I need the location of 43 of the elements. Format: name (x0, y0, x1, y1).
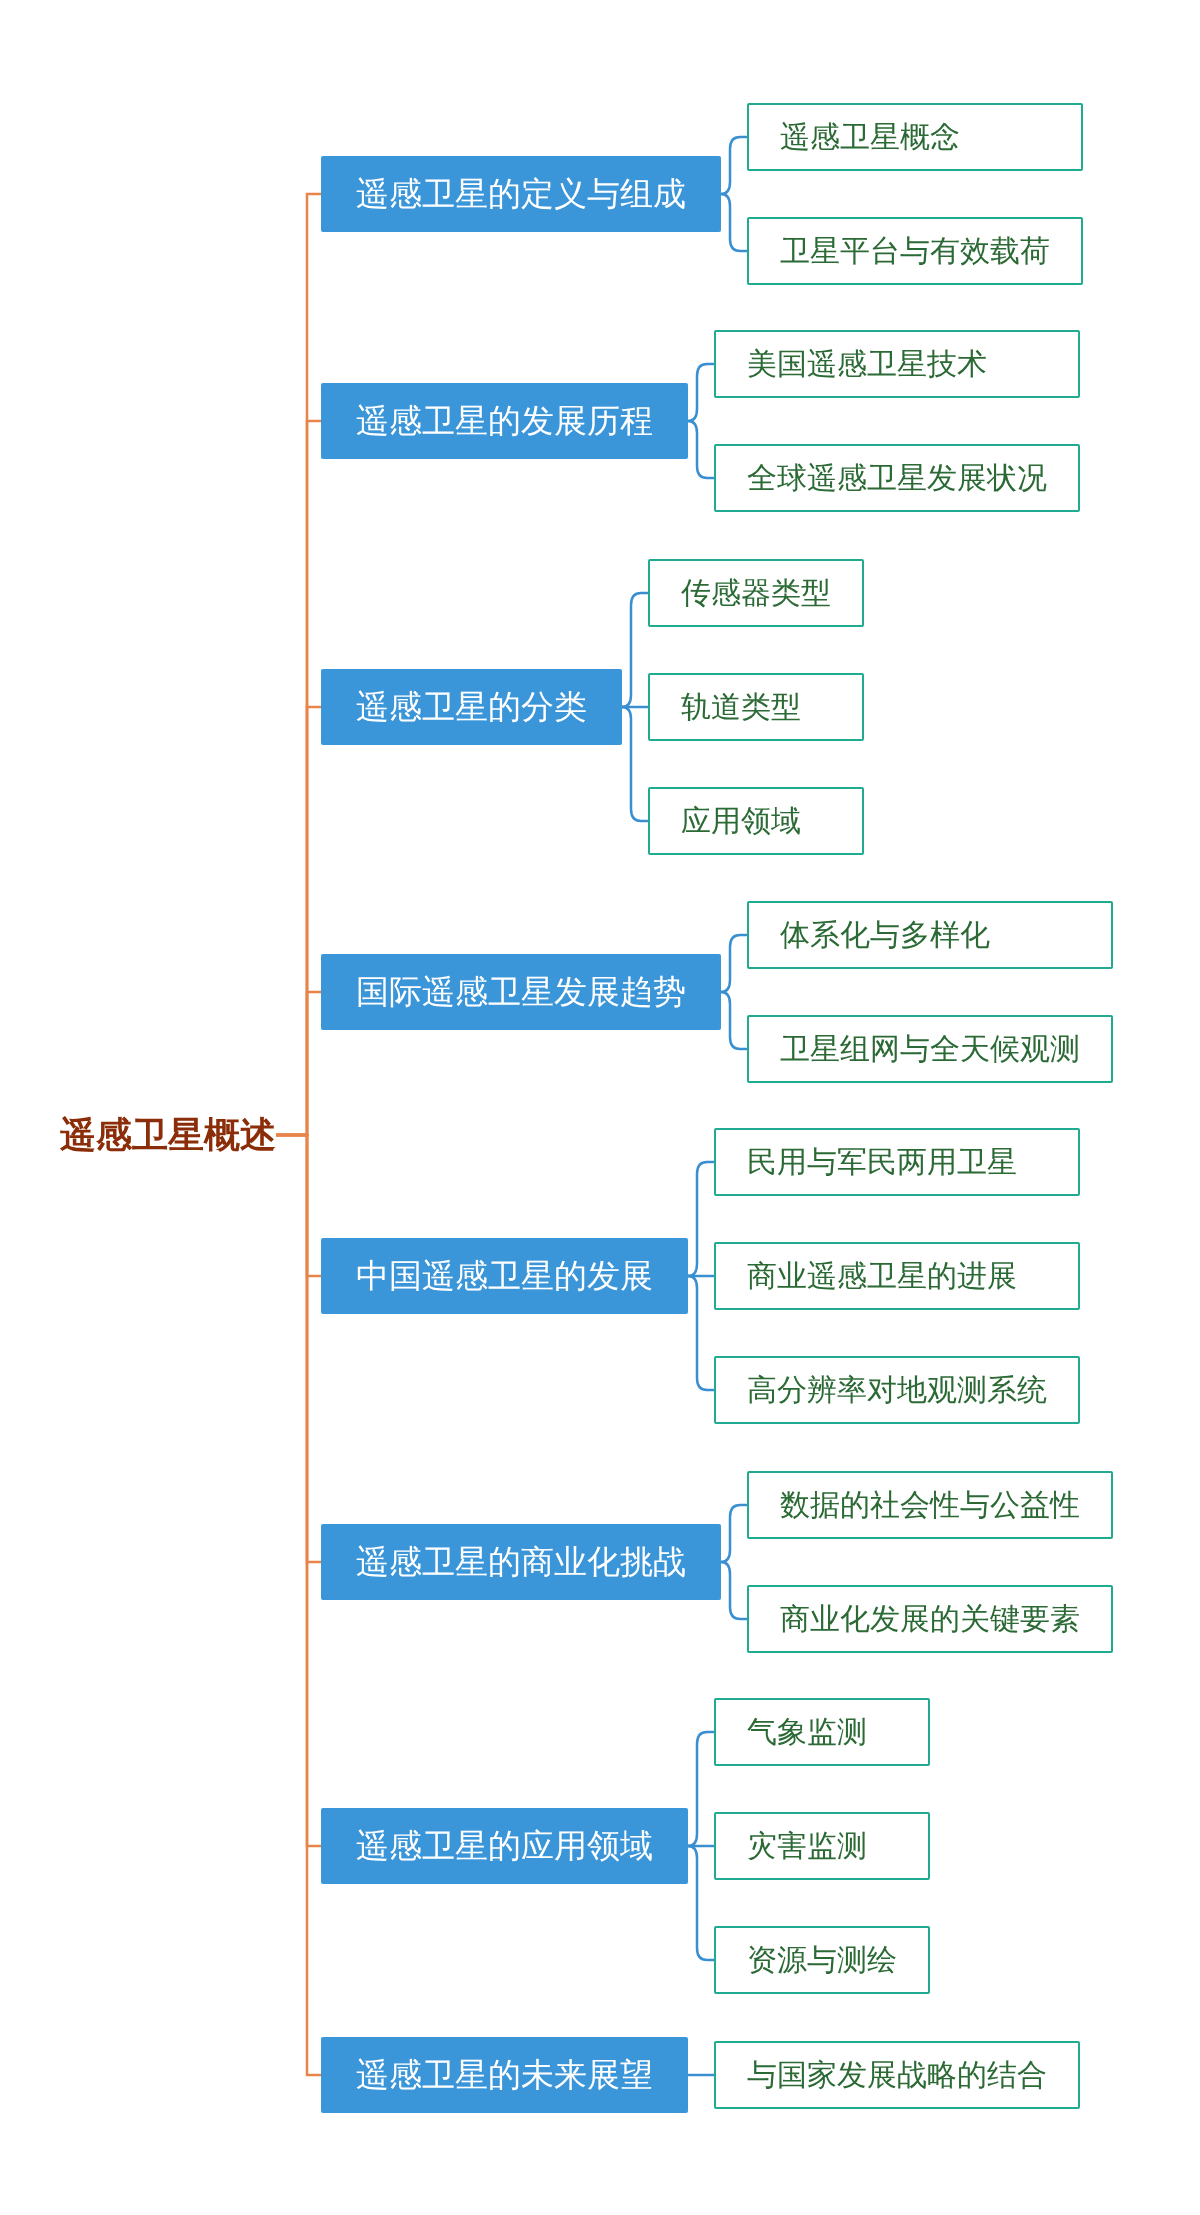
connector-line (720, 1560, 747, 1621)
subtopic-box: 体系化与多样化 (747, 901, 1113, 969)
topic-box: 遥感卫星的分类 (321, 669, 622, 745)
subtopic-box: 美国遥感卫星技术 (714, 330, 1080, 398)
connector-line (687, 362, 714, 423)
connector-line (720, 933, 747, 994)
subtopic-box: 卫星平台与有效载荷 (747, 217, 1083, 285)
connector-line (687, 1160, 714, 1278)
subtopic-box: 传感器类型 (648, 559, 864, 627)
connector-line (276, 1133, 321, 2077)
topic-box: 遥感卫星的未来展望 (321, 2037, 688, 2113)
topic-box: 遥感卫星的定义与组成 (321, 156, 721, 232)
subtopic-box: 卫星组网与全天候观测 (747, 1015, 1113, 1083)
subtopic-box: 民用与军民两用卫星 (714, 1128, 1080, 1196)
subtopic-box: 高分辨率对地观测系统 (714, 1356, 1080, 1424)
subtopic-box: 与国家发展战略的结合 (714, 2041, 1080, 2109)
topic-box: 国际遥感卫星发展趋势 (321, 954, 721, 1030)
connector-line (720, 1503, 747, 1564)
subtopic-box: 商业遥感卫星的进展 (714, 1242, 1080, 1310)
topic-box: 遥感卫星的应用领域 (321, 1808, 688, 1884)
subtopic-box: 资源与测绘 (714, 1926, 930, 1994)
connector-line (720, 192, 747, 253)
topic-box: 中国遥感卫星的发展 (321, 1238, 688, 1314)
subtopic-box: 遥感卫星概念 (747, 103, 1083, 171)
connector-line (621, 705, 648, 823)
topic-box: 遥感卫星的发展历程 (321, 383, 688, 459)
topic-box: 遥感卫星的商业化挑战 (321, 1524, 721, 1600)
connector-line (720, 135, 747, 196)
subtopic-box: 全球遥感卫星发展状况 (714, 444, 1080, 512)
subtopic-box: 数据的社会性与公益性 (747, 1471, 1113, 1539)
subtopic-box: 灾害监测 (714, 1812, 930, 1880)
connector-line (687, 1730, 714, 1848)
subtopic-box: 轨道类型 (648, 673, 864, 741)
connector-line (687, 419, 714, 480)
connector-line (687, 1844, 714, 1962)
subtopic-box: 商业化发展的关键要素 (747, 1585, 1113, 1653)
connector-line (720, 990, 747, 1051)
connector-line (688, 2073, 714, 2077)
root-topic: 遥感卫星概述 (60, 1110, 276, 1160)
connector-line (687, 1274, 714, 1392)
subtopic-box: 气象监测 (714, 1698, 930, 1766)
connector-line (621, 591, 648, 709)
subtopic-box: 应用领域 (648, 787, 864, 855)
